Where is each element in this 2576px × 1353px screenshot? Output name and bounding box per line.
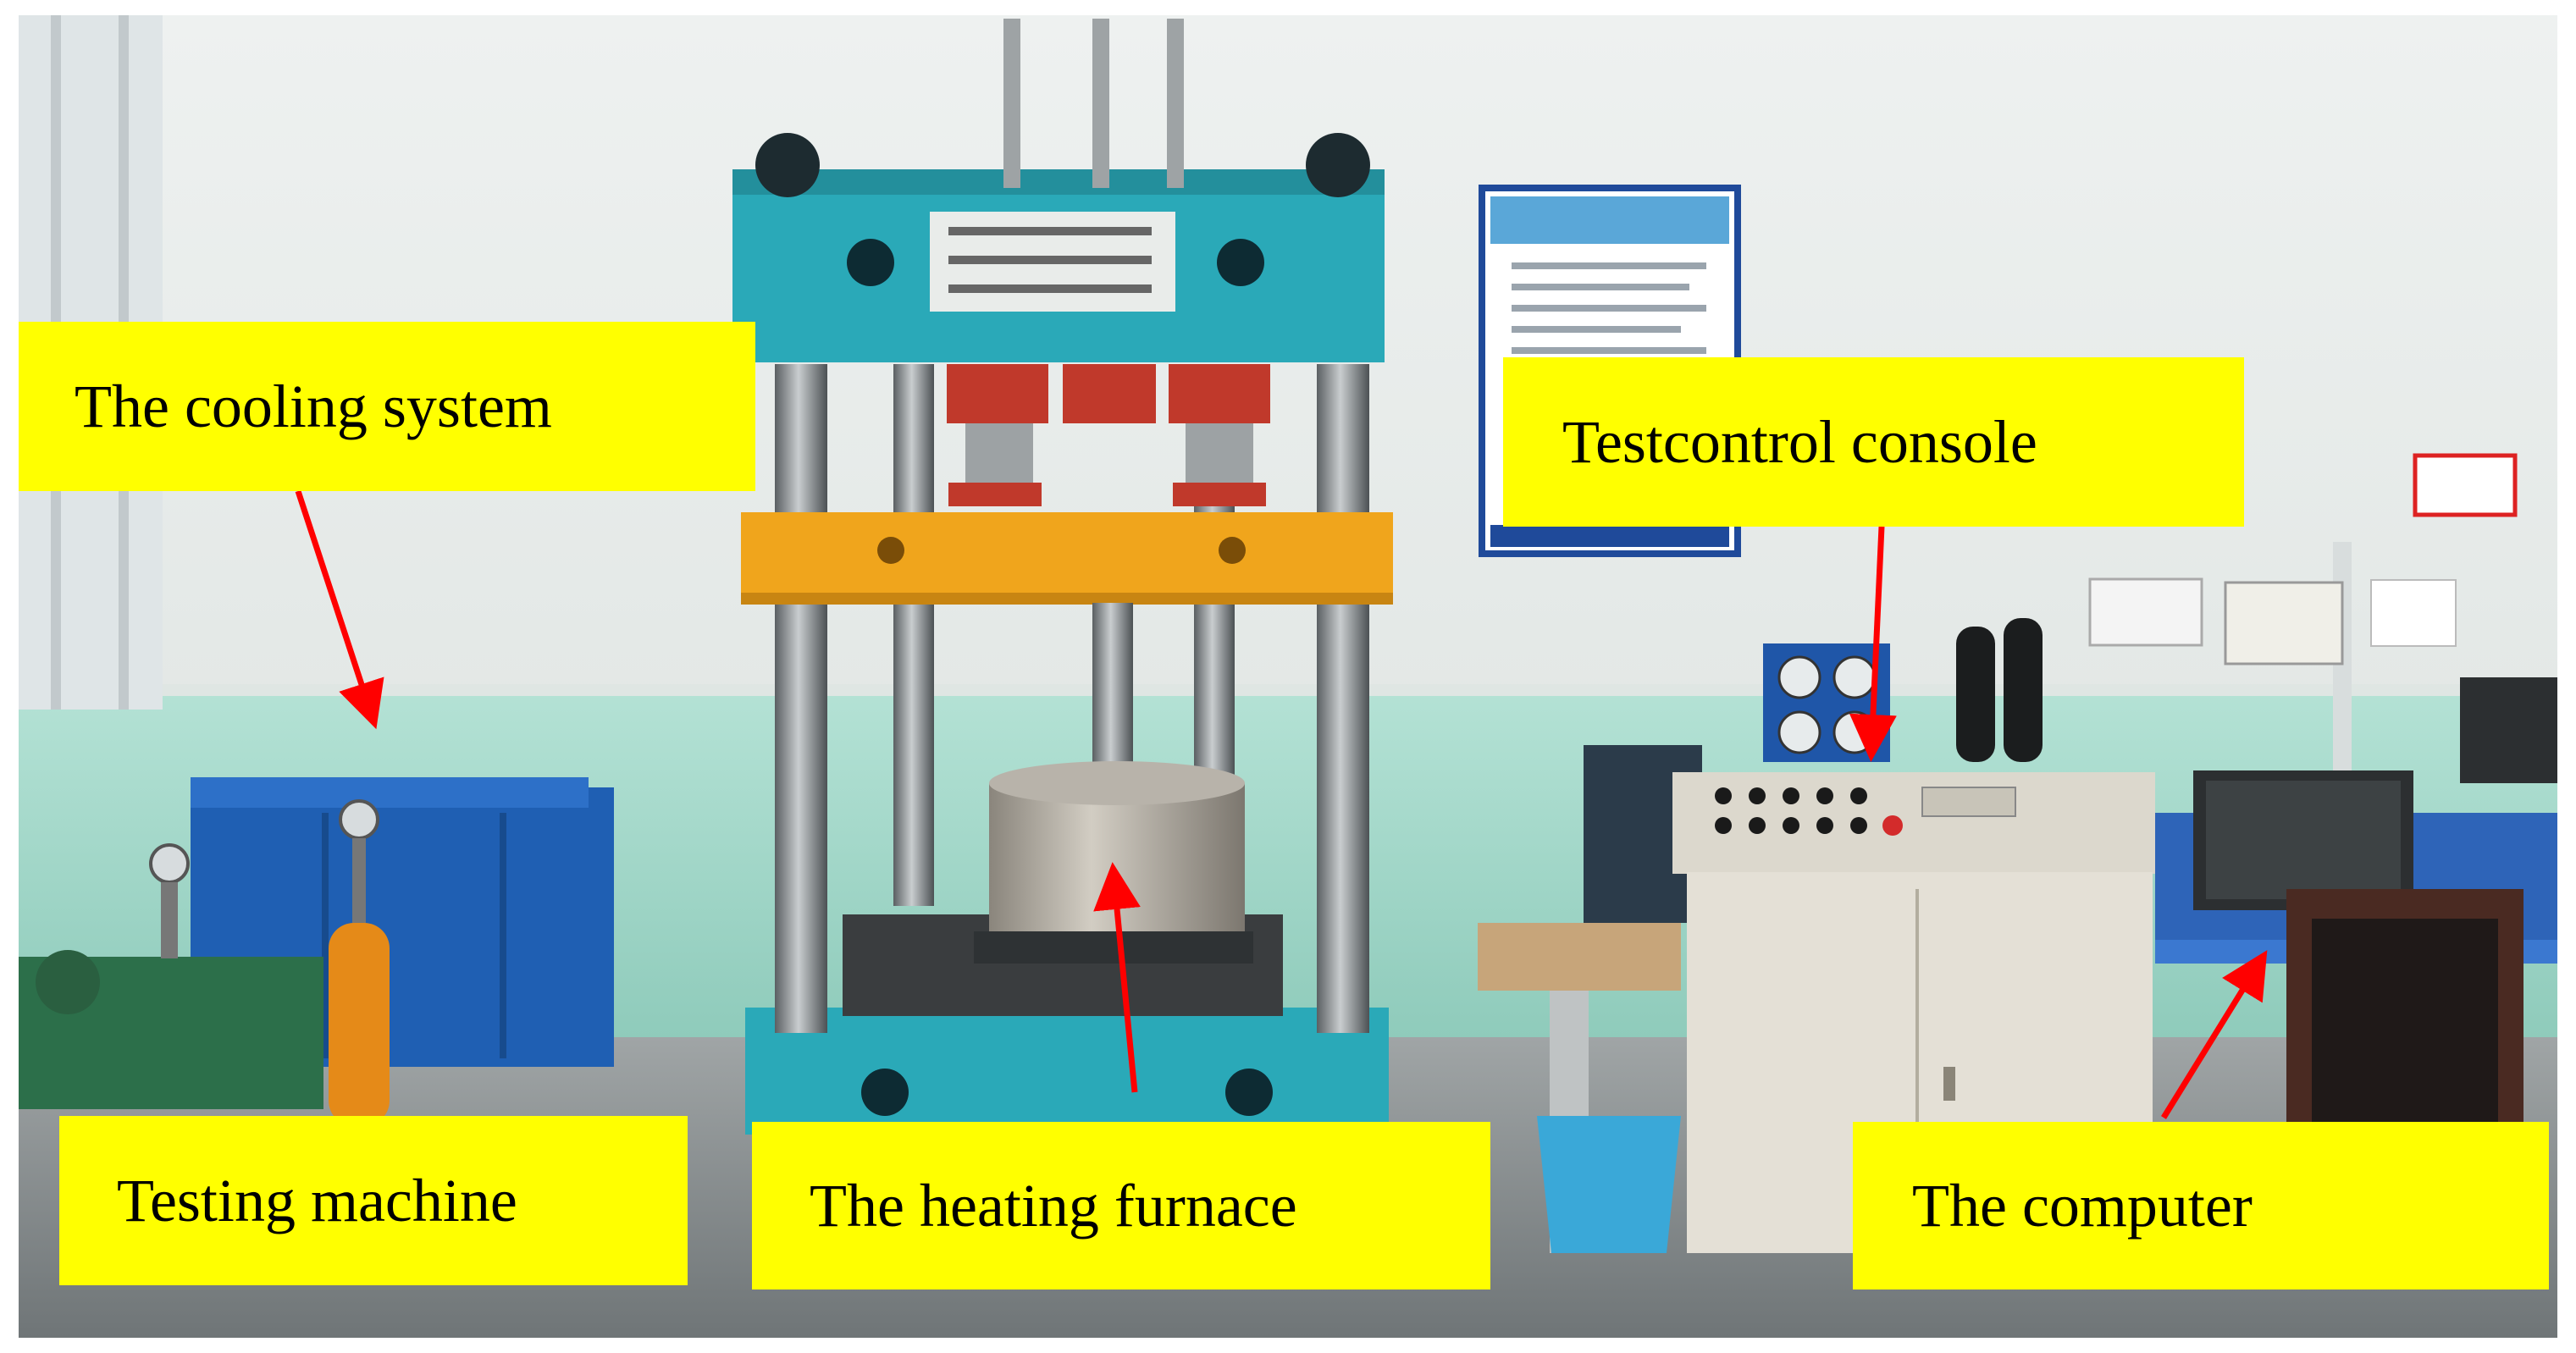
wall-trim bbox=[19, 684, 2557, 696]
label-heating-furnace: The heating furnace bbox=[752, 1122, 1490, 1289]
arrow-computer bbox=[2161, 950, 2268, 1119]
callout-arrows bbox=[295, 489, 2268, 1119]
warning-sign bbox=[2413, 453, 2518, 517]
label-testing-machine: Testing machine bbox=[59, 1116, 688, 1285]
arrow-cooling-system bbox=[295, 489, 384, 730]
label-testcontrol-console: Testcontrol console bbox=[1503, 357, 2244, 527]
label-cooling-system: The cooling system bbox=[19, 322, 755, 491]
hydraulic-station bbox=[1584, 618, 2043, 923]
testing-machine bbox=[732, 19, 1393, 1135]
arrow-heating-furnace bbox=[1093, 862, 1141, 1093]
heating-furnace bbox=[974, 761, 1253, 964]
arrow-testcontrol-console bbox=[1849, 526, 1897, 762]
cooling-tank bbox=[191, 777, 614, 1067]
wall-sign bbox=[2370, 579, 2457, 647]
wall-box bbox=[2088, 577, 2203, 647]
blue-bucket bbox=[1537, 1116, 1681, 1253]
work-table bbox=[1478, 923, 1681, 1253]
hydraulic-pump bbox=[19, 843, 323, 1109]
gas-cylinder bbox=[329, 799, 390, 1126]
distribution-box bbox=[2224, 581, 2344, 665]
label-computer: The computer bbox=[1853, 1122, 2549, 1289]
